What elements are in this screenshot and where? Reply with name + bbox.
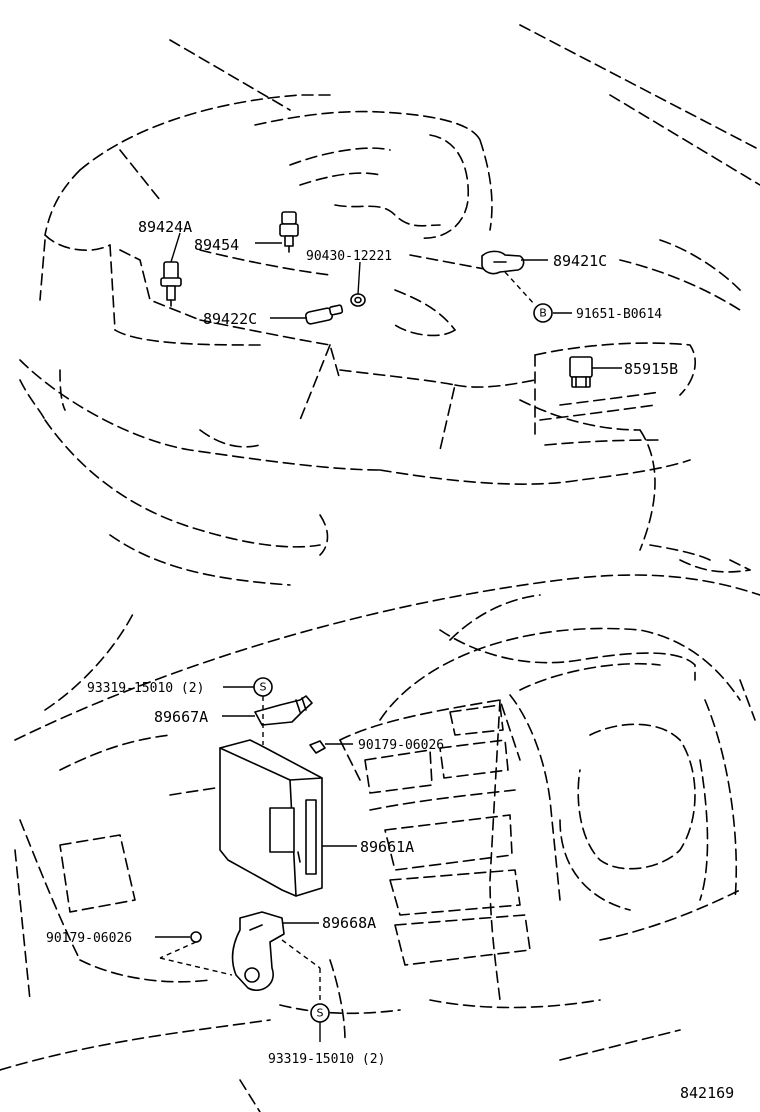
part-89668A-bracket[interactable]	[231, 911, 285, 992]
label-89421C: 89421C	[553, 252, 607, 270]
leader-lines-upper	[170, 232, 622, 369]
label-93319-bottom: 93319-15010 (2)	[268, 1052, 385, 1067]
part-85915B-relay[interactable]	[569, 356, 593, 388]
part-90179-nut-left[interactable]	[190, 931, 202, 943]
label-90179-left: 90179-06026	[46, 931, 132, 946]
label-91651-B0614: 91651-B0614	[576, 307, 662, 322]
part-89424A-sensor[interactable]	[160, 261, 182, 307]
label-89661A: 89661A	[360, 838, 414, 856]
part-labels: 89424A 89454 90430-12221 89421C 91651-B0…	[46, 218, 734, 1102]
label-90430-12221: 90430-12221	[306, 249, 392, 264]
leader-lines-lower	[155, 686, 357, 1042]
label-89667A: 89667A	[154, 708, 208, 726]
svg-text:S: S	[260, 681, 267, 694]
part-89422C-sensor[interactable]	[304, 304, 344, 325]
part-89661A-ecu[interactable]	[219, 739, 323, 897]
illustration-number: 842169	[680, 1084, 734, 1102]
label-89454: 89454	[194, 236, 239, 254]
label-89422C: 89422C	[203, 310, 257, 328]
label-85915B: 85915B	[624, 360, 678, 378]
svg-text:S: S	[317, 1007, 324, 1020]
svg-text:B: B	[539, 307, 547, 320]
dashboard-outline	[0, 574, 760, 1112]
part-90430-gasket[interactable]	[350, 293, 366, 307]
part-89667A-bracket[interactable]	[254, 695, 313, 726]
part-90179-nut-right[interactable]	[309, 740, 326, 754]
part-89454-sensor[interactable]	[279, 211, 299, 253]
engine-bay-outline	[19, 24, 760, 586]
callout-s-top: S	[253, 677, 273, 697]
label-90179-right: 90179-06026	[358, 738, 444, 753]
part-89421C-sensor[interactable]	[481, 250, 525, 275]
label-89668A: 89668A	[322, 914, 376, 932]
callout-s-bottom: S	[310, 1003, 330, 1023]
label-89424A: 89424A	[138, 218, 192, 236]
callout-b: B	[533, 303, 553, 323]
label-93319-top: 93319-15010 (2)	[87, 681, 204, 696]
